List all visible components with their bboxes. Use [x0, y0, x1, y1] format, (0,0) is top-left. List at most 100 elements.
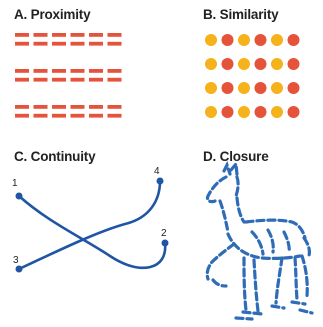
proximity-dash	[15, 69, 29, 73]
proximity-dash	[15, 113, 29, 118]
similarity-dot	[271, 34, 283, 46]
closure-stroke	[293, 256, 299, 302]
point-1	[15, 192, 23, 200]
similarity-dot	[287, 58, 300, 70]
proximity-dash	[33, 77, 48, 82]
proximity-dash	[33, 113, 48, 118]
proximity-dash	[33, 105, 48, 109]
similarity-dot	[238, 34, 250, 46]
proximity-title: A. Proximity	[14, 7, 91, 22]
continuity-title: C. Continuity	[14, 149, 96, 164]
similarity-dot	[205, 34, 217, 46]
closure-stroke	[266, 228, 275, 254]
closure-stroke	[205, 242, 236, 281]
similarity-dot	[205, 58, 217, 70]
proximity-dash	[52, 69, 66, 73]
closure-title: D. Closure	[203, 149, 269, 164]
proximity-dash	[107, 113, 122, 118]
proximity-dash	[70, 33, 85, 37]
proximity-dash	[52, 41, 66, 46]
proximity-dash	[70, 113, 85, 118]
proximity-dash	[33, 33, 48, 37]
closure-stroke	[241, 310, 264, 316]
similarity-dot	[254, 82, 267, 94]
similarity-dot	[221, 34, 234, 46]
closure-stroke	[205, 175, 228, 204]
point-4	[156, 177, 164, 185]
similarity-grid	[205, 34, 300, 118]
proximity-dash	[107, 41, 122, 46]
closure-stroke	[252, 258, 260, 313]
closure-stroke	[244, 218, 307, 240]
proximity-dash	[89, 77, 103, 82]
similarity-dot	[254, 34, 267, 46]
proximity-dash	[89, 113, 103, 118]
proximity-dash	[15, 33, 29, 37]
proximity-dash	[33, 41, 48, 46]
proximity-dash	[107, 33, 122, 37]
curve-1-to-2	[18, 195, 167, 270]
closure-stroke	[235, 196, 246, 224]
closure-stroke	[222, 160, 232, 176]
point-3	[15, 265, 23, 273]
similarity-dot	[287, 34, 300, 46]
proximity-dash	[15, 77, 29, 82]
proximity-dash	[89, 33, 103, 37]
closure-stroke	[211, 278, 228, 288]
similarity-dot	[271, 58, 283, 70]
point-label-4: 4	[154, 166, 160, 177]
similarity-dot	[205, 106, 217, 118]
proximity-dash	[52, 113, 66, 118]
similarity-dot	[238, 106, 250, 118]
closure-stroke	[242, 256, 248, 312]
curve-3-to-4	[18, 180, 162, 271]
proximity-dash	[89, 41, 103, 46]
similarity-dot	[221, 58, 234, 70]
closure-llama-figure	[205, 160, 314, 321]
closure-stroke	[298, 308, 314, 315]
proximity-dash	[70, 105, 85, 109]
closure-stroke	[290, 300, 307, 306]
proximity-dash	[107, 69, 122, 73]
proximity-grid	[15, 33, 122, 118]
closure-stroke	[234, 316, 254, 321]
proximity-dash	[89, 69, 103, 73]
continuity-diagram: 1 2 3 4	[12, 166, 169, 273]
proximity-dash	[107, 105, 122, 109]
closure-stroke	[234, 175, 240, 198]
similarity-dot	[254, 58, 267, 70]
proximity-dash	[70, 69, 85, 73]
closure-stroke	[229, 160, 239, 177]
proximity-dash	[107, 77, 122, 82]
point-2	[161, 239, 169, 247]
proximity-dash	[52, 77, 66, 82]
similarity-dot	[271, 82, 283, 94]
closure-stroke	[302, 236, 311, 260]
similarity-dot	[238, 82, 250, 94]
point-label-2: 2	[161, 228, 167, 239]
closure-stroke	[282, 230, 291, 255]
closure-stroke	[218, 199, 230, 234]
proximity-dash	[70, 77, 85, 82]
closure-stroke	[300, 254, 309, 298]
closure-stroke	[250, 230, 265, 256]
point-label-3: 3	[13, 255, 19, 266]
proximity-dash	[52, 105, 66, 109]
closure-stroke	[270, 304, 286, 310]
similarity-title: B. Similarity	[203, 7, 279, 22]
proximity-dash	[15, 105, 29, 109]
closure-stroke	[274, 256, 284, 305]
proximity-dash	[70, 41, 85, 46]
proximity-dash	[89, 105, 103, 109]
similarity-dot	[238, 58, 250, 70]
proximity-dash	[15, 41, 29, 46]
proximity-dash	[52, 33, 66, 37]
point-label-1: 1	[12, 178, 18, 189]
similarity-dot	[205, 82, 217, 94]
similarity-dot	[287, 82, 300, 94]
similarity-dot	[221, 82, 234, 94]
similarity-dot	[254, 106, 267, 118]
similarity-dot	[221, 106, 234, 118]
similarity-dot	[287, 106, 300, 118]
